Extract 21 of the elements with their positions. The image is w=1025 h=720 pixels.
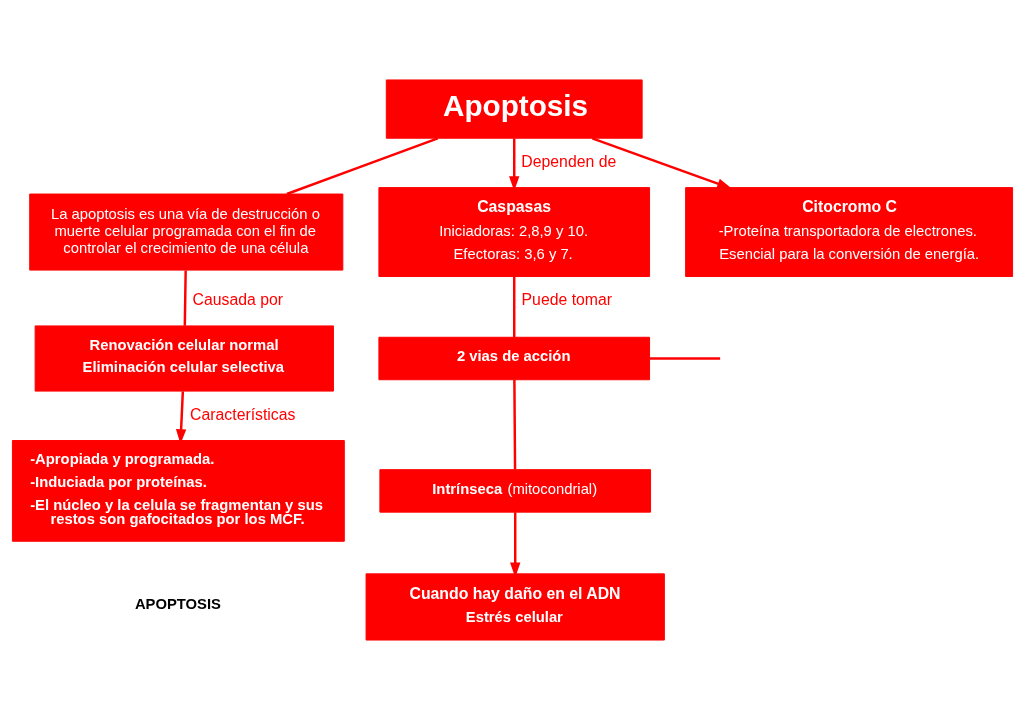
connector [649,357,721,360]
node-box: Caspasas Iniciadoras: 2,8,9 y 10. Efectoras: 3,6 y 7. [378,187,651,278]
node-box: 2 vias de acción [378,336,651,381]
arrow [509,138,520,191]
arrow [591,137,733,189]
connector [513,276,516,338]
node-box: Renovación celular normal Eliminación celular selectiva [34,325,334,392]
edge-label: Causada por [192,290,284,308]
edge-label: Características [190,405,296,423]
node-box: -Apropiada y programada. -Induciada por proteínas. -El núcleo y la celula se fragmentan y sus restos son gafocitados por los MCF. [11,440,345,542]
node-box: Citocromo C -Proteína transportadora de electrones. Esencial para la conversión de energía. [685,187,1014,278]
node-box: Intrínseca (mitocondrial) [379,469,652,513]
connector [183,270,187,326]
edge-label: Puede tomar [521,290,613,308]
edge-label: Dependen de [521,152,617,170]
label: APOPTOSIS [134,596,221,613]
node-box: Apoptosis [385,79,643,139]
node-box: Cuando hay daño en el ADN Estrés celular [365,573,665,641]
connector [513,379,517,470]
connector [286,137,439,196]
node-box: La apoptosis es una vía de destrucción o muerte celular programada con el fin de controlar el crecimiento de una célula [29,193,344,271]
